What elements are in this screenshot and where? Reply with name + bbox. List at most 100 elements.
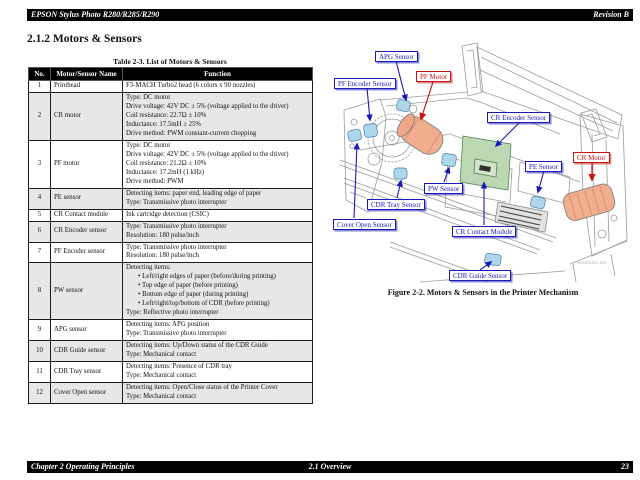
function-line: Type: Transmissive photo interrupter <box>126 243 227 251</box>
cell-no: 2 <box>28 91 51 141</box>
cell-no: 11 <box>28 361 51 384</box>
function-line: Type: Transmissive photo interrupter <box>126 198 227 206</box>
footer-section: 2.1 Overview <box>308 462 352 471</box>
cell-motor-sensor-name: Printhead <box>50 80 123 93</box>
cell-motor-sensor-name: CDR Tray sensor <box>50 361 123 384</box>
cr-encoder-sensor-label: CR Encoder Sensor <box>487 112 551 123</box>
function-line: Type: DC motor <box>126 93 171 101</box>
cell-function: F3-MACH Turbo2 head (6 colors x 90 nozzl… <box>122 80 313 93</box>
section-title: 2.1.2 Motors & Sensors <box>27 33 142 45</box>
apg-sensor-label: APG Sensor <box>375 51 418 62</box>
cr-encoder-board <box>459 135 512 191</box>
function-line: • Left/right edges of paper (before/duri… <box>138 273 276 281</box>
cell-function: Detecting items: Open/Close status of th… <box>122 382 313 404</box>
printer-mechanism-figure: Mech41101.eps APG Sensor PF Motor PF Encod… <box>330 42 636 288</box>
ink-pad-hatch <box>494 201 549 233</box>
function-line: Drive voltage: 42V DC ± 5% (voltage appl… <box>126 150 289 158</box>
cdr-tray-sensor-label: CDR Tray Sensor <box>367 199 425 210</box>
cr-motor-part <box>562 183 616 221</box>
function-line: Coil resistance: 22.7Ω ± 10% <box>126 111 207 119</box>
pf-motor-part <box>396 113 444 155</box>
cell-motor-sensor-name: CDR Guide sensor <box>50 340 123 363</box>
table-title: Table 2-3. List of Motors & Sensors <box>113 57 227 66</box>
sensor-parts <box>347 99 546 267</box>
function-line: Resolution: 180 pulse/inch <box>126 252 199 260</box>
pf-encoder-sensor-label: PF Encoder Sensor <box>334 78 396 89</box>
motor-callout-arrows <box>419 81 596 182</box>
cell-function: Ink cartridge detection (CSIC) <box>122 208 313 222</box>
function-line: Type: Transmissive photo interrupter <box>126 330 227 338</box>
function-line: Detecting items: <box>126 264 171 272</box>
footer-page-number: 23 <box>621 462 629 471</box>
cell-motor-sensor-name: PF Encoder sensor <box>50 241 123 264</box>
cell-no: 4 <box>28 187 51 210</box>
cell-motor-sensor-name: PF motor <box>50 139 123 189</box>
cr-contact-module-label: CR Contact Module <box>452 226 517 237</box>
function-line: Drive method: PWM constant-current chopp… <box>126 129 257 137</box>
function-line: Drive method: PWM <box>126 177 184 185</box>
cdr-guide-sensor-label: CDR Guide Sensor <box>449 270 512 281</box>
function-line: Ink cartridge detection (CSIC) <box>126 210 209 218</box>
function-line: Type: Mechanical contact <box>126 372 197 380</box>
function-line: Detecting items: APG position <box>126 321 210 329</box>
cell-function: Detecting items: Up/Down status of the C… <box>122 340 313 363</box>
footer-chapter: Chapter 2 Operating Principles <box>31 462 135 471</box>
cell-no: 3 <box>28 139 51 189</box>
function-line: Inductance: 17.5mH ± 25% <box>126 120 202 128</box>
header-title: EPSON Stylus Photo R280/R285/R290 <box>31 10 160 19</box>
function-line: Type: Reflective photo interrupter <box>126 309 219 317</box>
figure-caption: Figure 2-2. Motors & Sensors in the Prin… <box>387 288 579 297</box>
column-header-no: No. <box>28 67 51 81</box>
function-line: Detecting items: paper end, leading edge… <box>126 189 262 197</box>
function-line: Type: Mechanical contact <box>126 351 197 359</box>
cell-no: 10 <box>28 340 51 363</box>
function-line: • Top edge of paper (before printing) <box>138 282 238 290</box>
figure-watermark: Mech41101.eps <box>577 260 607 265</box>
function-line: Type: DC motor <box>126 141 171 149</box>
function-line: Resolution: 180 pulse/inch <box>126 231 199 239</box>
header-revision: Revision B <box>593 10 629 19</box>
function-line: Inductance: 17.2mH (1 kHz) <box>126 168 205 176</box>
cell-motor-sensor-name: APG sensor <box>50 319 123 342</box>
function-line: Drive voltage: 42V DC ± 5% (voltage appl… <box>126 102 289 110</box>
cell-function: Detecting items: paper end, leading edge… <box>122 187 313 210</box>
function-line: F3-MACH Turbo2 head (6 colors x 90 nozzl… <box>126 82 256 89</box>
cell-motor-sensor-name: PW sensor <box>50 262 123 321</box>
function-line: Detecting items: Presence of CDR tray <box>126 363 232 371</box>
column-header-function: Function <box>122 67 313 81</box>
function-line: • Bottom edge of paper (during printing) <box>138 291 249 299</box>
cell-function: Detecting items:• Left/right edges of pa… <box>122 262 313 321</box>
pf-motor-label: PF Motor <box>416 71 452 82</box>
cell-motor-sensor-name: Cover Open sensor <box>50 382 123 404</box>
function-line: Type: Mechanical contact <box>126 393 197 401</box>
cell-motor-sensor-name: CR Encoder sensor <box>50 220 123 243</box>
cell-no: 6 <box>28 220 51 243</box>
table-header-row: No. Motor/Sensor Name Function <box>28 67 313 81</box>
cell-no: 8 <box>28 262 51 321</box>
pe-sensor-label: PE Sensor <box>525 161 562 172</box>
function-line: Type: Transmissive photo interrupter <box>126 222 227 230</box>
cell-motor-sensor-name: CR Contact module <box>50 208 123 222</box>
cell-no: 9 <box>28 319 51 342</box>
cell-motor-sensor-name: CR motor <box>50 91 123 141</box>
